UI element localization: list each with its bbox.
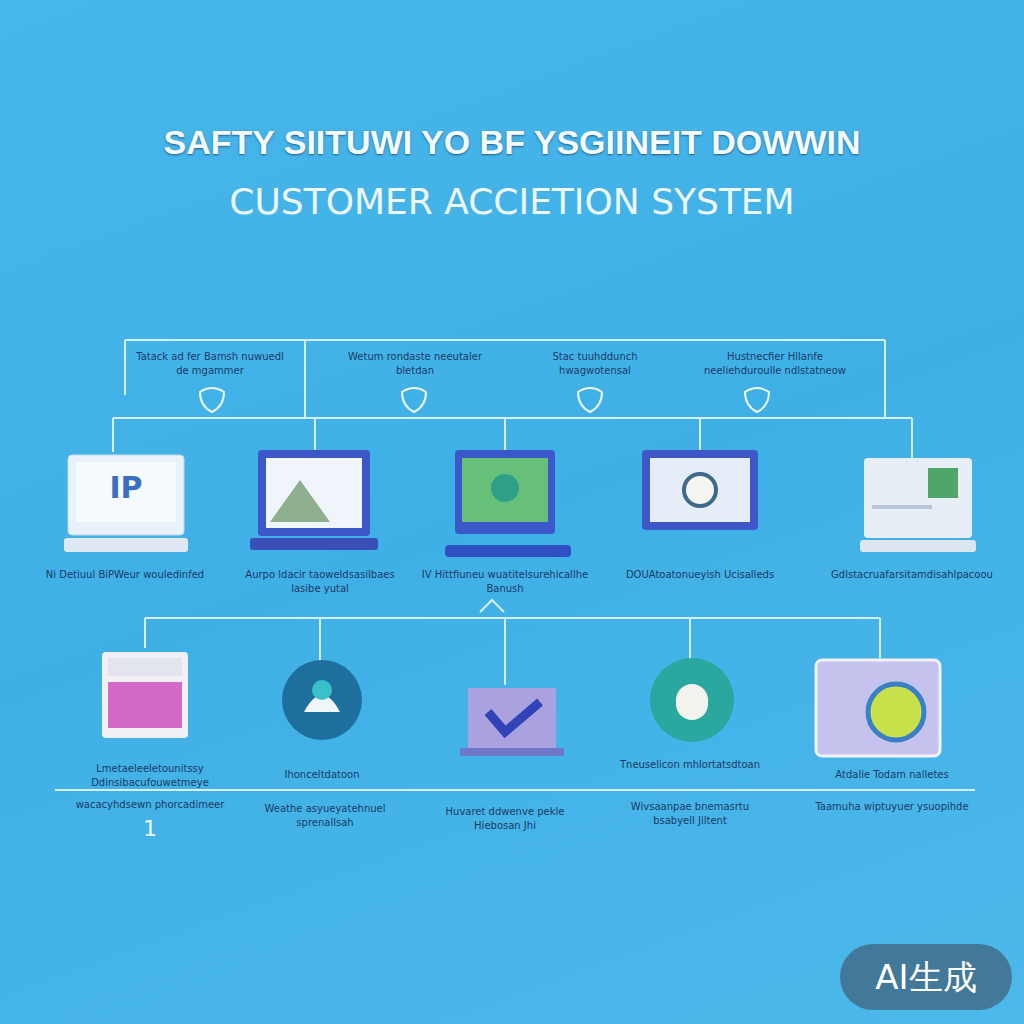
callout-number: 1 bbox=[135, 816, 165, 842]
bottom-icons bbox=[102, 652, 940, 756]
note: Taamuha wiptuyuer ysuopihde bbox=[812, 800, 972, 814]
icon-caption: Atdalie Todam nalletes bbox=[812, 768, 972, 782]
monitor-caption: Ni Detiuul BiPWeur wouledinfed bbox=[30, 568, 220, 582]
tree-lines bbox=[55, 340, 975, 790]
icon-caption: Ihonceltdatoon bbox=[247, 768, 397, 782]
watermark: AI生成 bbox=[846, 957, 1006, 998]
monitors bbox=[64, 450, 976, 557]
shield-icons bbox=[200, 388, 769, 412]
step-caption: Stac tuuhddunch hwagwotensal bbox=[520, 350, 670, 377]
note: Wivsaanpae bnemasrtu bsabyell Jiltent bbox=[615, 800, 765, 827]
icon-caption: Lmetaeleeletounitssy Ddinsibacufouwetmey… bbox=[65, 762, 235, 789]
monitor-caption: Aurpo ldacir taoweldsasilbaes lasibe yut… bbox=[230, 568, 410, 595]
title: SAFTY SIITUWI YO BF YSGIINEIT DOWWIN bbox=[12, 122, 1012, 163]
note: Huvaret ddwenve pekle Hiebosan Jhi bbox=[430, 805, 580, 832]
note: Weathe asyueyatehnuel sprenallsah bbox=[250, 802, 400, 829]
monitor-caption: Gdlstacruafarsitamdisahlpacoou bbox=[817, 568, 1007, 582]
step-caption: Tatack ad fer Bamsh nuwuedl de mgammer bbox=[135, 350, 285, 377]
step-caption: Wetum rondaste neeutaler bletdan bbox=[340, 350, 490, 377]
screen-text: IP bbox=[81, 470, 171, 506]
monitor-caption: DOUAtoatonueyish Ucisalleds bbox=[610, 568, 790, 582]
subtitle: CUSTOMER ACCIETION SYSTEM bbox=[62, 180, 962, 223]
icon-caption: Tneuselicon mhlortatsdtoan bbox=[615, 758, 765, 772]
monitor-caption: IV Hittfiuneu wuatitelsurehicallhe Banus… bbox=[415, 568, 595, 595]
step-caption: Hustnecfier Hllanfe neeliehduroulle ndls… bbox=[700, 350, 850, 377]
note: wacacyhdsewn phorcadimeer bbox=[65, 798, 235, 812]
